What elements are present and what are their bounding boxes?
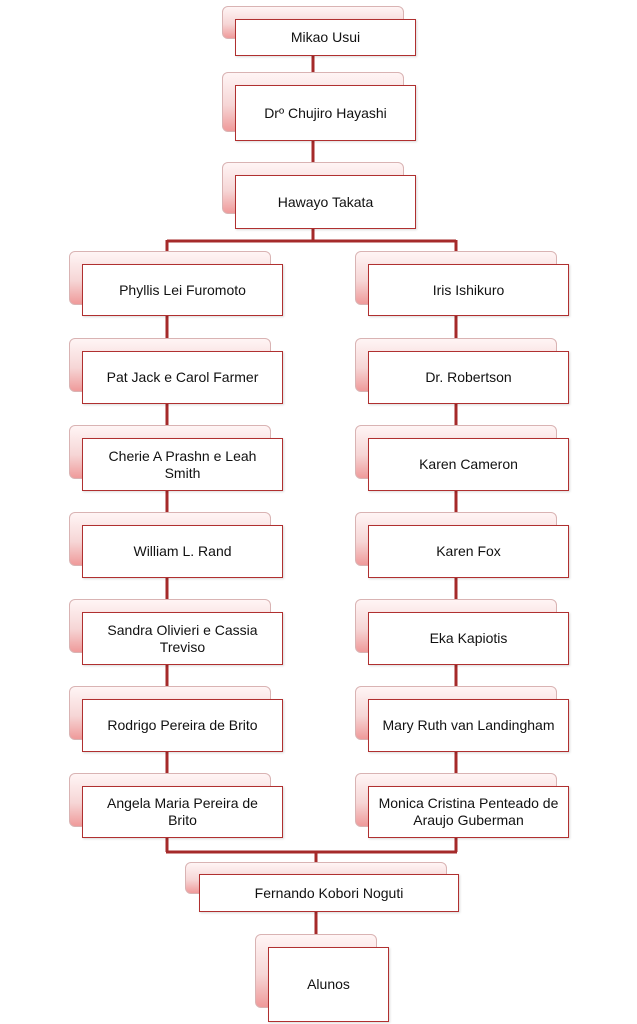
node-label: Fernando Kobori Noguti: [199, 874, 459, 912]
node-label: Drº Chujiro Hayashi: [235, 85, 416, 141]
node-label: Mary Ruth van Landingham: [368, 699, 569, 752]
node-label: Eka Kapiotis: [368, 612, 569, 665]
node-label: Alunos: [268, 947, 389, 1022]
node-label: Karen Fox: [368, 525, 569, 578]
node-label: Angela Maria Pereira de Brito: [82, 786, 283, 838]
node-label: Pat Jack e Carol Farmer: [82, 351, 283, 404]
node-label: Rodrigo Pereira de Brito: [82, 699, 283, 752]
node-label: Iris Ishikuro: [368, 264, 569, 316]
node-label: Hawayo Takata: [235, 175, 416, 229]
node-label: Monica Cristina Penteado de Araujo Guber…: [368, 786, 569, 838]
node-label: Dr. Robertson: [368, 351, 569, 404]
node-label: Mikao Usui: [235, 19, 416, 56]
node-label: Karen Cameron: [368, 438, 569, 491]
node-label: Cherie A Prashn e Leah Smith: [82, 438, 283, 491]
node-label: Phyllis Lei Furomoto: [82, 264, 283, 316]
node-label: Sandra Olivieri e Cassia Treviso: [82, 612, 283, 665]
node-label: William L. Rand: [82, 525, 283, 578]
